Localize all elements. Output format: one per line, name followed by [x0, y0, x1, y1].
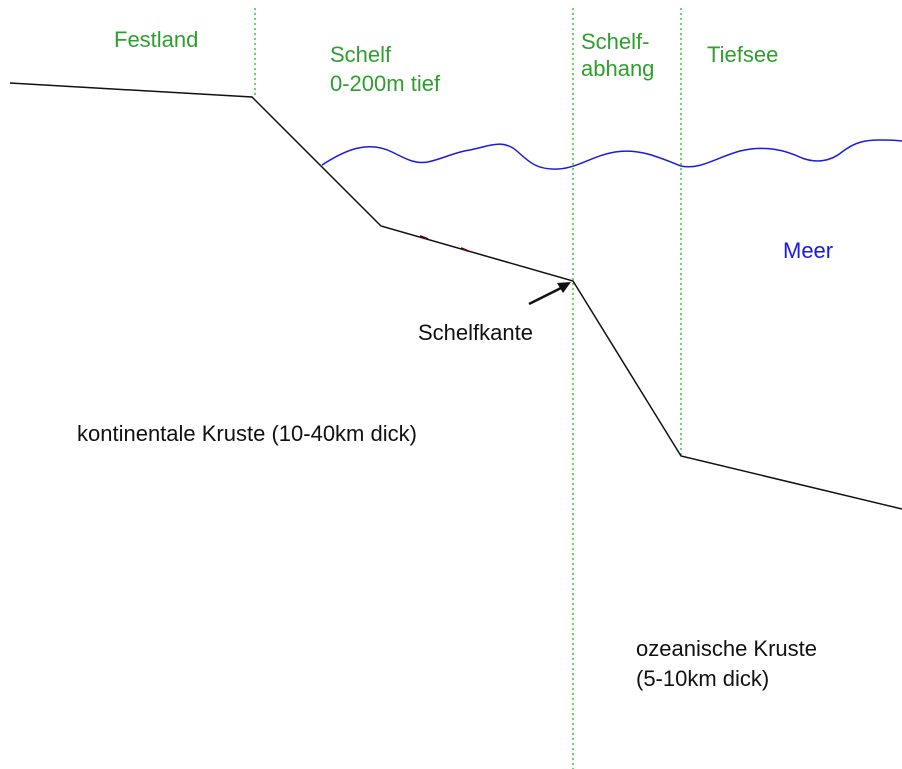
zone-label-schelf: Schelf	[330, 42, 392, 67]
seabed-profile-line	[9, 82, 902, 510]
shelf-floor-mark	[419, 235, 429, 240]
zone-label-tiefsee: Tiefsee	[707, 42, 778, 67]
zone-label-festland: Festland	[114, 27, 198, 52]
sea-label: Meer	[783, 238, 833, 263]
zone-label-schelfabhang-2: abhang	[581, 56, 654, 81]
shelf-edge-arrowhead	[557, 282, 571, 293]
shelf-floor-mark	[460, 247, 469, 252]
shelf-edge-arrow	[528, 285, 564, 306]
zone-label-schelf-depth: 0-200m tief	[330, 71, 441, 96]
shelf-edge-label: Schelfkante	[418, 320, 533, 345]
oceanic-crust-label-2: (5-10km dick)	[636, 666, 769, 691]
oceanic-crust-label-1: ozeanische Kruste	[636, 636, 817, 661]
continental-crust-label: kontinentale Kruste (10-40km dick)	[77, 421, 417, 446]
zone-label-schelfabhang-1: Schelf-	[581, 29, 649, 54]
sea-surface-line	[321, 139, 902, 170]
